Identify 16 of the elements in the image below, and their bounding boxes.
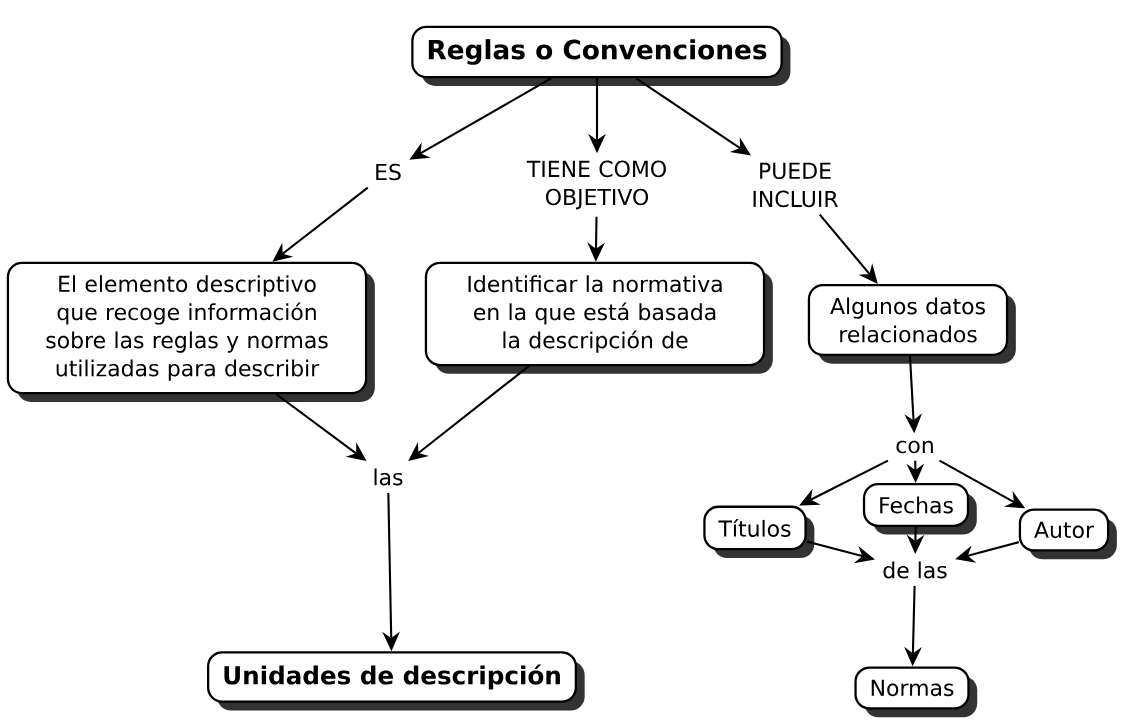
linking-phrase: ES bbox=[376, 163, 401, 181]
linking-phrase: TIENE COMO OBJETIVO bbox=[526, 160, 666, 210]
concept-box: Fechas bbox=[862, 483, 977, 535]
concept-box: Autor bbox=[1018, 508, 1117, 560]
concept-box: Identificar la normativa en la que está basada la descripción de bbox=[424, 261, 773, 374]
linking-phrase: las bbox=[374, 468, 403, 486]
concept-box: Normas bbox=[854, 666, 978, 718]
concept-box: Reglas o Convenciones bbox=[411, 25, 791, 86]
concept-box: Algunos datos relacionados bbox=[807, 284, 1016, 364]
concept-box: El elemento descriptivo que recoge información sobre las reglas y normas utilizadas para describir bbox=[6, 261, 375, 402]
linking-phrase: de las bbox=[883, 561, 947, 579]
linking-phrase: con bbox=[896, 440, 933, 454]
arrow bbox=[818, 213, 878, 284]
linking-phrase: PUEDE INCLUIR bbox=[753, 162, 838, 208]
concept-box: Unidades de descripción bbox=[207, 651, 585, 711]
concept-box: Títulos bbox=[703, 505, 815, 558]
